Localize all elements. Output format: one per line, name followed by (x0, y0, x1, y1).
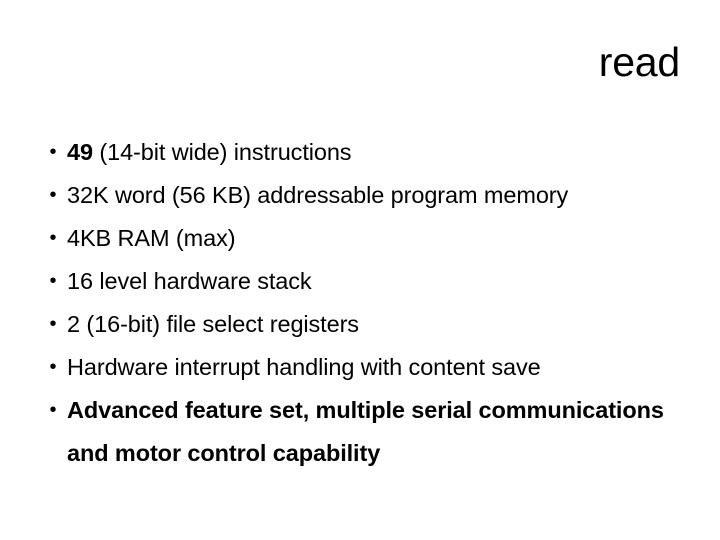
list-item: • 16 level hardware stack (40, 260, 688, 303)
bullet-point-icon: • (49, 184, 57, 206)
bullet-point-icon: • (49, 227, 57, 249)
list-item: • 49 (14-bit wide) instructions (40, 131, 688, 174)
list-item-text: Hardware interrupt handling with content… (67, 354, 541, 380)
list-item: • 4KB RAM (max) (40, 217, 688, 260)
list-item: • 32K word (56 KB) addressable program m… (40, 174, 688, 217)
list-item-text: 4KB RAM (max) (67, 225, 236, 251)
bullet-list: • 49 (14-bit wide) instructions • 32K wo… (40, 131, 688, 475)
list-item-rest: (14-bit wide) instructions (92, 139, 352, 165)
list-item: • 2 (16-bit) file select registers (40, 303, 688, 346)
list-item-text: 2 (16-bit) file select registers (67, 311, 359, 337)
list-item: • Advanced feature set, multiple serial … (40, 389, 688, 475)
list-item-text: 32K word (56 KB) addressable program mem… (67, 182, 569, 208)
list-item-emphasis: 49 (67, 139, 93, 165)
bullet-point-icon: • (49, 399, 57, 421)
bullet-point-icon: • (49, 356, 57, 378)
page-title: read (598, 39, 680, 85)
slide-title-container: read (40, 38, 680, 86)
list-item-text: Advanced feature set, multiple serial co… (67, 397, 664, 466)
bullet-point-icon: • (49, 141, 57, 163)
slide-body-container: • 49 (14-bit wide) instructions • 32K wo… (40, 131, 688, 475)
bullet-point-icon: • (49, 313, 57, 335)
list-item: • Hardware interrupt handling with conte… (40, 346, 688, 389)
list-item-text: 49 (14-bit wide) instructions (67, 131, 688, 174)
bullet-point-icon: • (49, 270, 57, 292)
list-item-text: 16 level hardware stack (67, 268, 312, 294)
